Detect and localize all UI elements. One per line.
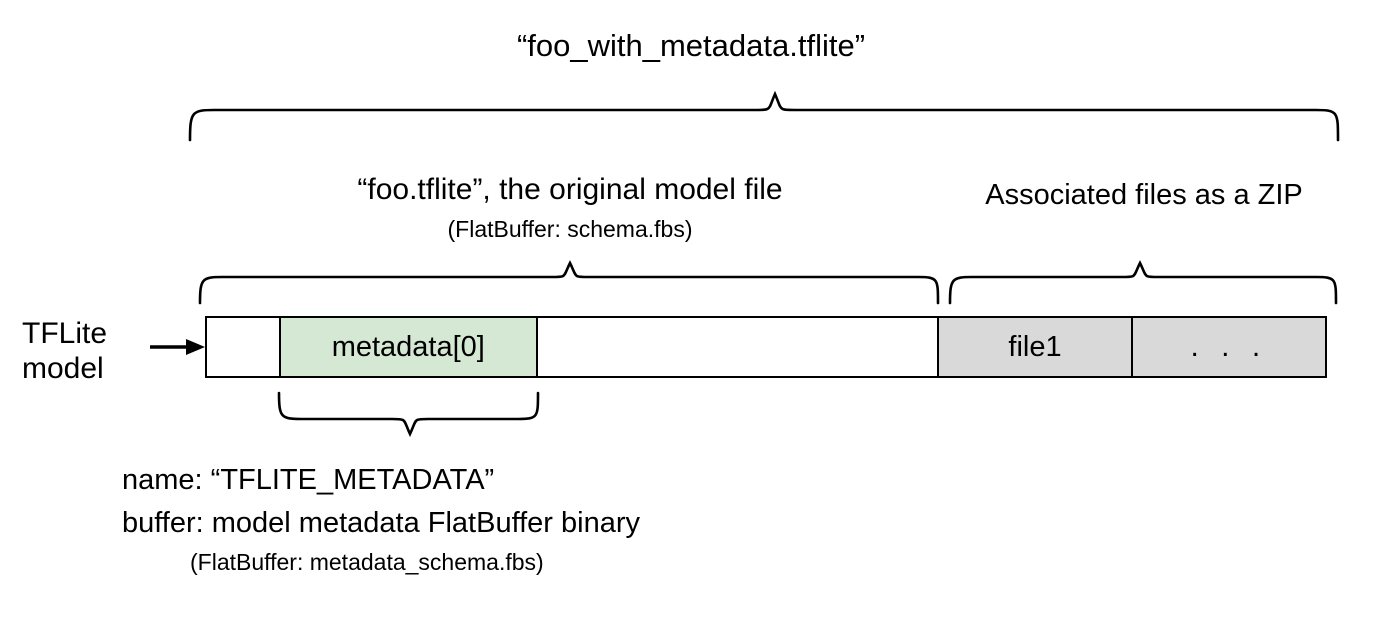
diagram-title: “foo_with_metadata.tflite” xyxy=(516,28,866,63)
tflite-model-bar: metadata[0] file1 . . . xyxy=(205,316,1327,378)
segment-more-files: . . . xyxy=(1132,318,1325,376)
zip-section-label: Associated files as a ZIP xyxy=(985,179,1303,211)
brace-zip-files xyxy=(948,260,1338,305)
model-section-sublabel: (FlatBuffer: schema.fbs) xyxy=(447,216,693,242)
metadata-name-line: name: “TFLITE_METADATA” xyxy=(122,464,495,496)
brace-original-model xyxy=(198,260,940,305)
metadata-buffer-line: buffer: model metadata FlatBuffer binary xyxy=(122,507,640,539)
tflite-model-label: TFLite model xyxy=(22,317,108,386)
brace-metadata-detail xyxy=(277,391,540,438)
right-arrow-icon xyxy=(150,339,205,355)
model-section-label: “foo.tflite”, the original model file xyxy=(357,173,783,206)
segment-model-body xyxy=(537,318,940,376)
segment-header xyxy=(207,318,281,376)
segment-metadata-0: metadata[0] xyxy=(280,318,538,376)
segment-file1: file1 xyxy=(939,318,1133,376)
metadata-schema-line: (FlatBuffer: metadata_schema.fbs) xyxy=(190,549,544,575)
brace-full-file xyxy=(188,90,1340,142)
